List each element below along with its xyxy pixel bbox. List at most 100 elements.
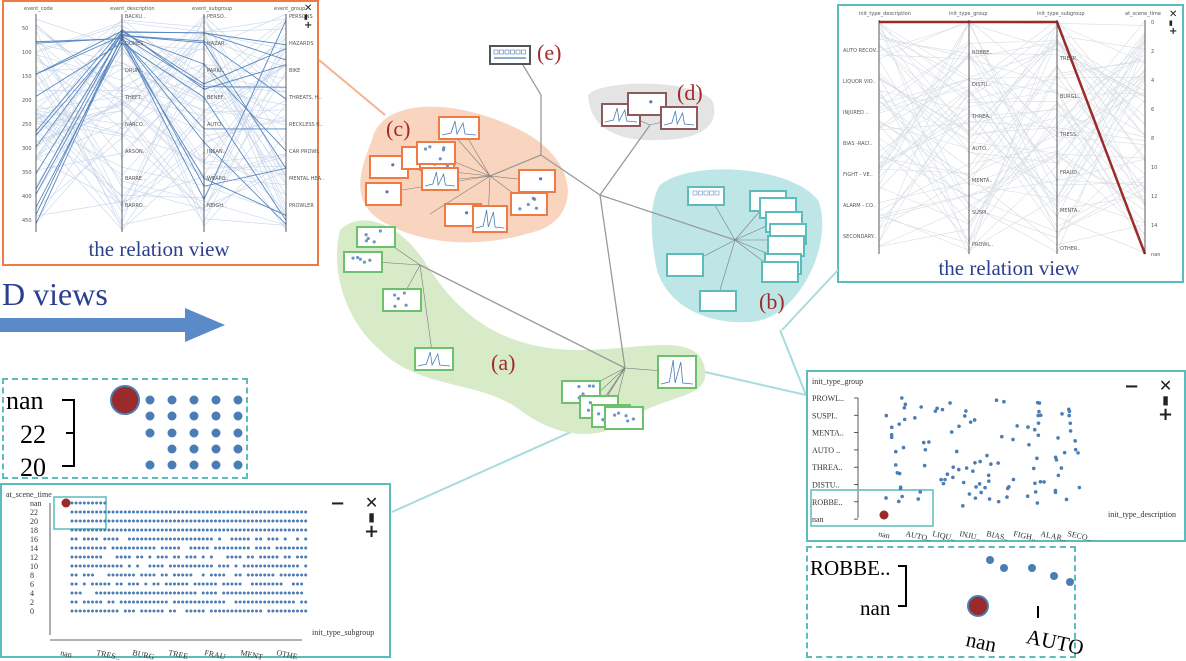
data-point	[140, 528, 144, 532]
close-icon[interactable]: ✕	[1169, 9, 1178, 20]
highlight-line	[35, 33, 287, 174]
data-point	[263, 510, 267, 514]
data-point	[132, 546, 135, 550]
data-point	[242, 537, 246, 541]
background-line	[35, 40, 287, 223]
data-point	[222, 510, 226, 514]
data-point	[267, 564, 271, 568]
data-point	[1056, 473, 1061, 478]
bookmark-icon[interactable]: ▮	[304, 13, 308, 21]
data-point	[948, 401, 952, 405]
data-point	[145, 411, 155, 421]
data-point	[209, 555, 213, 559]
leaf-box-a	[356, 226, 396, 248]
mini-chart-dot	[364, 233, 368, 237]
y-tick-label: 22	[30, 508, 38, 517]
data-point	[890, 425, 894, 430]
data-point	[1053, 488, 1058, 493]
data-point	[111, 564, 115, 568]
tick-label: BIAS -RACI..	[843, 141, 873, 147]
minus-icon[interactable]: −	[330, 493, 346, 514]
data-point	[1068, 429, 1073, 433]
data-point	[921, 440, 926, 445]
data-point	[164, 600, 168, 604]
data-point	[181, 519, 185, 523]
data-point	[234, 591, 238, 595]
plus-icon[interactable]: +	[1158, 404, 1174, 425]
bookmark-icon[interactable]: ▮	[1162, 393, 1169, 407]
data-point	[91, 564, 94, 568]
mini-chart-line	[604, 107, 638, 123]
data-point	[304, 573, 308, 577]
mini-chart-dot	[358, 257, 362, 261]
y-tick-label: DISTU..	[812, 481, 840, 490]
data-point	[127, 600, 131, 604]
data-point	[167, 395, 177, 405]
background-line	[35, 109, 287, 198]
mini-chart-dot	[438, 157, 442, 161]
close-icon[interactable]: ✕	[304, 3, 313, 14]
data-point	[250, 519, 254, 523]
cluster-label-b: (b)	[759, 289, 785, 314]
data-point	[304, 537, 308, 541]
data-point	[1038, 479, 1043, 484]
close-icon[interactable]: ✕	[1158, 376, 1173, 395]
background-line	[35, 80, 287, 213]
data-point	[185, 600, 189, 604]
data-point	[296, 510, 299, 514]
data-point	[177, 555, 181, 559]
data-point	[275, 537, 279, 541]
data-point	[152, 546, 156, 550]
data-point	[234, 537, 238, 541]
close-icon[interactable]: ✕	[364, 493, 379, 512]
background-line	[878, 153, 1146, 235]
data-point	[211, 428, 221, 438]
data-point	[1015, 424, 1019, 428]
data-point	[263, 591, 267, 595]
plus-icon[interactable]: +	[1169, 26, 1178, 37]
data-point	[189, 555, 193, 559]
tree-edge	[599, 124, 651, 196]
data-point	[160, 546, 164, 550]
data-point	[132, 537, 135, 541]
data-point	[136, 582, 140, 586]
tick-label: 350	[22, 170, 32, 176]
tree-edge	[489, 154, 542, 177]
data-point	[233, 444, 243, 454]
data-point	[205, 600, 209, 604]
data-point	[78, 609, 82, 613]
data-point	[189, 564, 193, 568]
leaf-box-a	[604, 406, 644, 430]
data-point	[226, 564, 230, 568]
connector-line	[704, 371, 807, 396]
data-point	[900, 494, 904, 499]
bookmark-icon[interactable]: ▮	[1169, 19, 1173, 27]
data-point	[140, 537, 144, 541]
plus-icon[interactable]: +	[364, 521, 380, 542]
data-point	[70, 537, 74, 541]
background-line	[878, 56, 1146, 134]
data-point	[895, 471, 900, 475]
data-point	[956, 467, 961, 472]
data-point	[82, 501, 86, 505]
data-point	[214, 600, 217, 604]
data-point	[148, 537, 152, 541]
data-point	[160, 519, 164, 523]
data-point	[233, 428, 243, 438]
plus-icon[interactable]: +	[304, 20, 313, 31]
data-point	[304, 555, 308, 559]
y-tick-label: 10	[30, 562, 38, 571]
data-point	[987, 497, 992, 501]
tick-label: CAR PROWL	[289, 149, 319, 155]
tick-label: TRESS..	[1059, 132, 1080, 138]
data-point	[209, 564, 213, 568]
mini-chart-dot	[423, 147, 428, 151]
tick-label: AUTO..	[207, 122, 224, 128]
bookmark-icon[interactable]: ▮	[368, 510, 375, 524]
data-point	[300, 591, 304, 595]
minus-icon[interactable]: −	[1124, 376, 1140, 397]
data-point	[115, 555, 119, 559]
data-point	[989, 462, 993, 466]
data-point	[168, 609, 172, 613]
background-line	[35, 47, 287, 183]
